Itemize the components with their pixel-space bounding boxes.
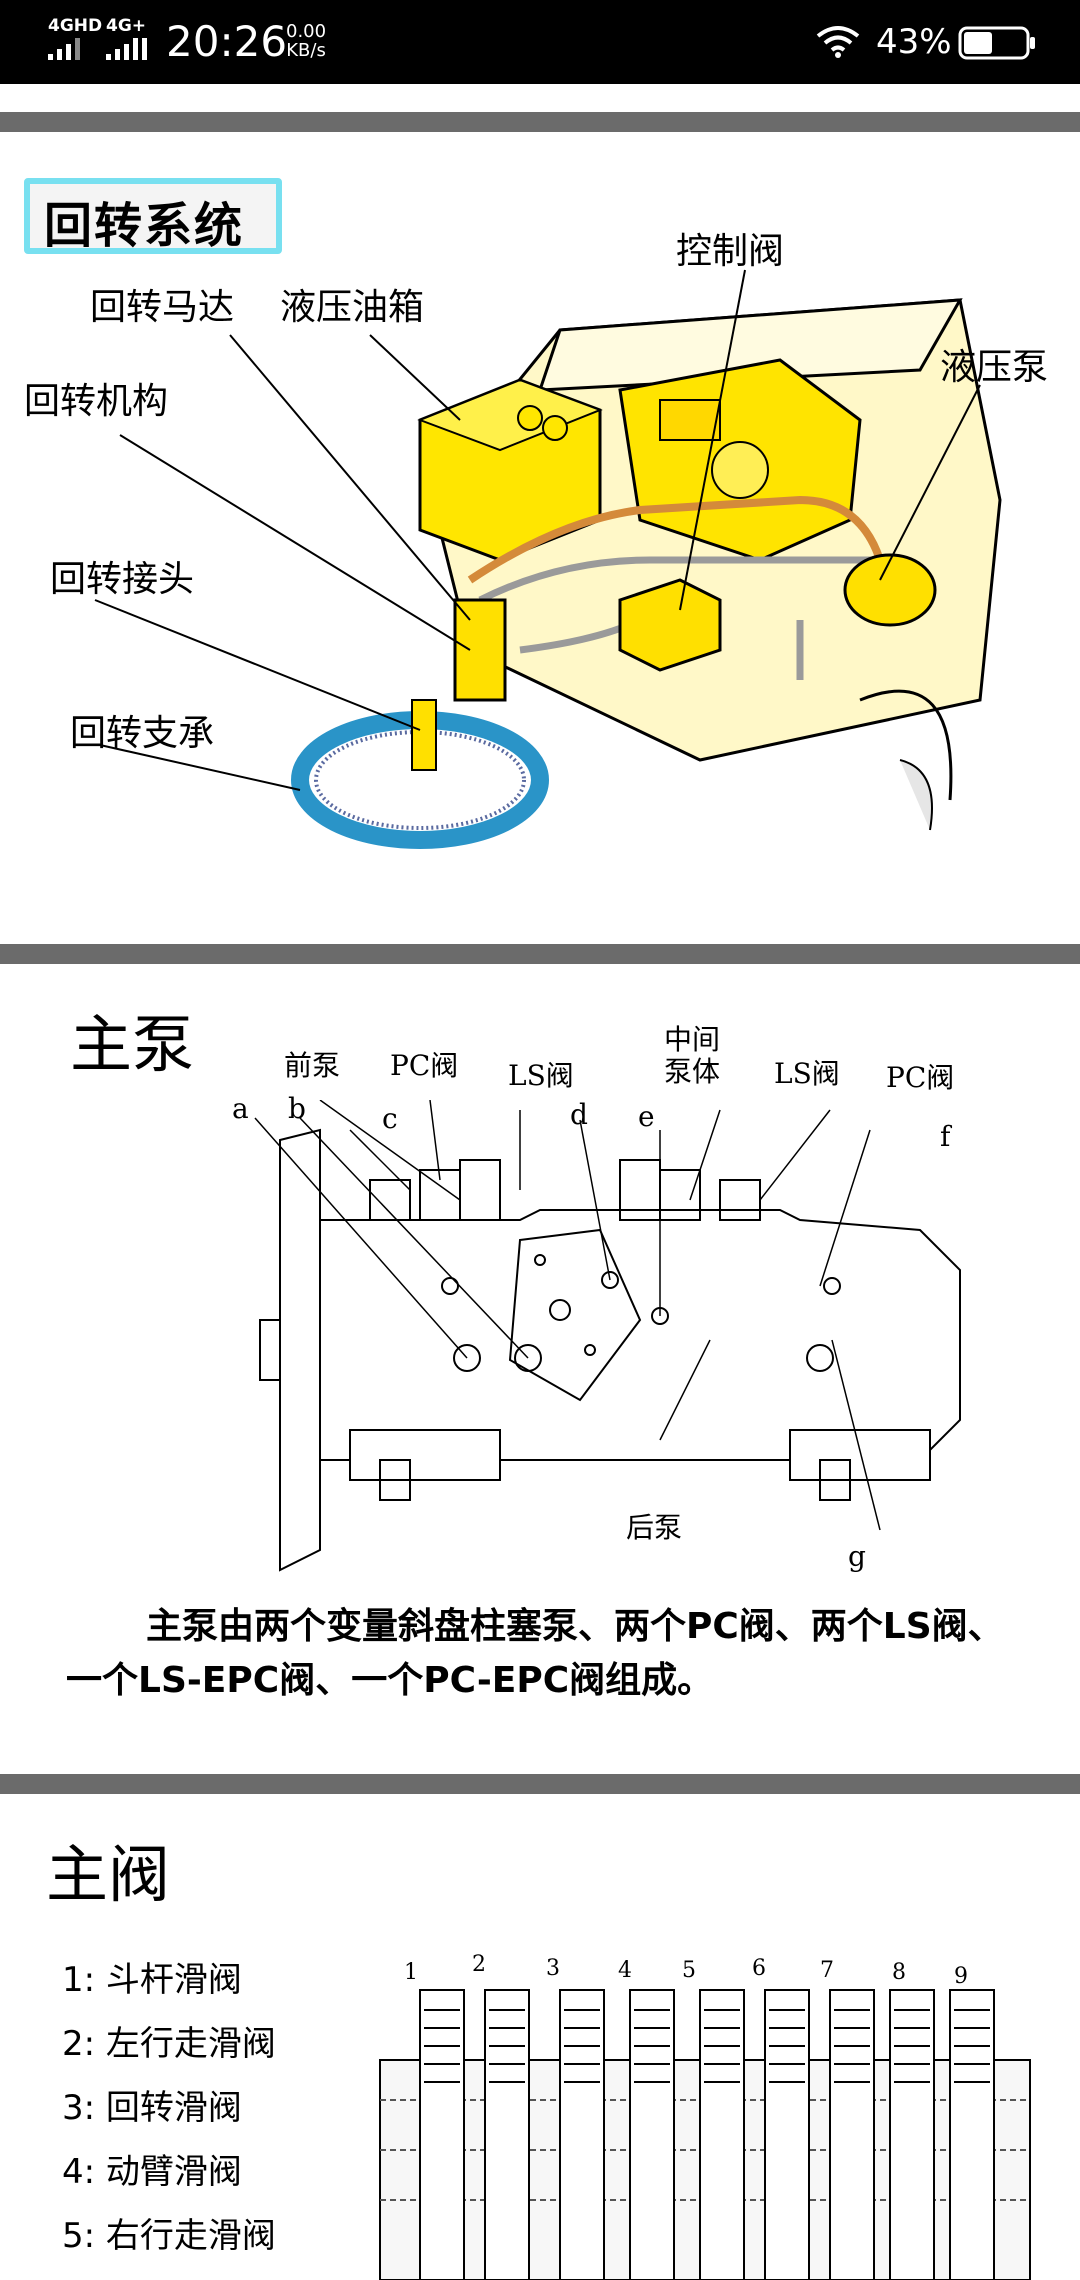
- title-badge: [24, 178, 282, 254]
- clock: 20:26: [166, 17, 288, 66]
- label-swing-joint: 回转接头: [50, 559, 195, 600]
- valve-spool: [764, 1989, 810, 2280]
- valve-number: 4: [618, 1958, 632, 1983]
- valve-number: 9: [954, 1964, 968, 1989]
- label-a: a: [232, 1092, 249, 1125]
- main-pump-drawing: [254, 1100, 961, 1572]
- label-hydraulic-tank: 液压油箱: [280, 287, 425, 328]
- valve-number: 2: [472, 1952, 486, 1977]
- valve-spool: [559, 1989, 605, 2280]
- section-divider: [0, 944, 1080, 964]
- battery-percent: 43%: [876, 22, 952, 62]
- label-c: c: [382, 1102, 398, 1135]
- valve-number: 7: [820, 1958, 834, 1983]
- section-title: 回转系统: [44, 198, 245, 254]
- valve-number: 1: [404, 1960, 418, 1985]
- list-item: 4: 动臂滑阀: [62, 2152, 242, 2192]
- signal-icon-2: [106, 38, 147, 60]
- network-speed: 0.00 KB/s: [286, 22, 326, 60]
- list-item: 3: 回转滑阀: [62, 2088, 242, 2128]
- label-hydraulic-pump: 液压泵: [940, 347, 1049, 388]
- label-middle-body: 中间 泵体: [664, 1023, 721, 1088]
- network-indicator-2: 4G+: [106, 16, 147, 36]
- label-rear-pump: 后泵: [626, 1511, 683, 1544]
- label-g: g: [848, 1540, 866, 1573]
- label-swing-mechanism: 回转机构: [24, 381, 169, 422]
- valve-spool: [829, 1989, 875, 2280]
- status-bar: 4GHD 4G+ 20:26 0.00 KB/s 43%: [0, 0, 1080, 84]
- label-swing-motor: 回转马达: [90, 287, 235, 328]
- description-text: 主泵由两个变量斜盘柱塞泵、两个PC阀、两个LS阀、一个LS-EPC阀、一个PC-…: [66, 1606, 1004, 1701]
- label-swing-bearing: 回转支承: [70, 713, 215, 754]
- list-item: 2: 左行走滑阀: [62, 2024, 276, 2064]
- signal-icon: [48, 38, 80, 60]
- label-f: f: [940, 1120, 951, 1153]
- label-pc-valve-right: PC阀: [886, 1061, 955, 1094]
- wifi-icon: [816, 26, 860, 58]
- valve-number: 3: [546, 1956, 560, 1981]
- valve-spool: [889, 1989, 935, 2280]
- section-divider: [0, 1774, 1080, 1794]
- section-title: 主阀: [46, 1838, 171, 1911]
- main-pump-description: 主泵由两个变量斜盘柱塞泵、两个PC阀、两个LS阀、一个LS-EPC阀、一个PC-…: [66, 1600, 1026, 1708]
- network-indicator-1: 4GHD: [48, 16, 103, 36]
- valve-list: 1: 斗杆滑阀 2: 左行走滑阀 3: 回转滑阀 4: 动臂滑阀 5: 右行走滑…: [62, 1948, 276, 2268]
- label-b: b: [288, 1092, 306, 1125]
- label-d: d: [570, 1098, 588, 1131]
- valve-number: 5: [682, 1958, 696, 1983]
- slewing-system-illustration: [94, 269, 1002, 849]
- main-valve-drawing: [379, 1989, 1031, 2280]
- label-control-valve: 控制阀: [676, 231, 785, 272]
- list-item: 5: 右行走滑阀: [62, 2216, 276, 2256]
- speed-unit: KB/s: [286, 40, 326, 61]
- valve-spool: [419, 1989, 465, 2280]
- label-ls-valve-right: LS阀: [774, 1057, 840, 1090]
- valve-spool: [484, 1989, 530, 2280]
- label-e: e: [638, 1100, 655, 1133]
- label-pc-valve-left: PC阀: [390, 1049, 459, 1082]
- valve-spool: [949, 1989, 995, 2280]
- valve-number: 6: [752, 1956, 766, 1981]
- valve-spool: [629, 1989, 675, 2280]
- section-title: 主泵: [70, 1008, 195, 1081]
- speed-value: 0.00: [286, 21, 327, 42]
- label-front-pump: 前泵: [284, 1049, 341, 1082]
- battery-icon: [958, 26, 1035, 60]
- valve-number: 8: [892, 1960, 906, 1985]
- section-divider: [0, 112, 1080, 132]
- label-ls-valve-left: LS阀: [508, 1059, 574, 1092]
- list-item: 1: 斗杆滑阀: [62, 1960, 242, 2000]
- valve-spool: [699, 1989, 745, 2280]
